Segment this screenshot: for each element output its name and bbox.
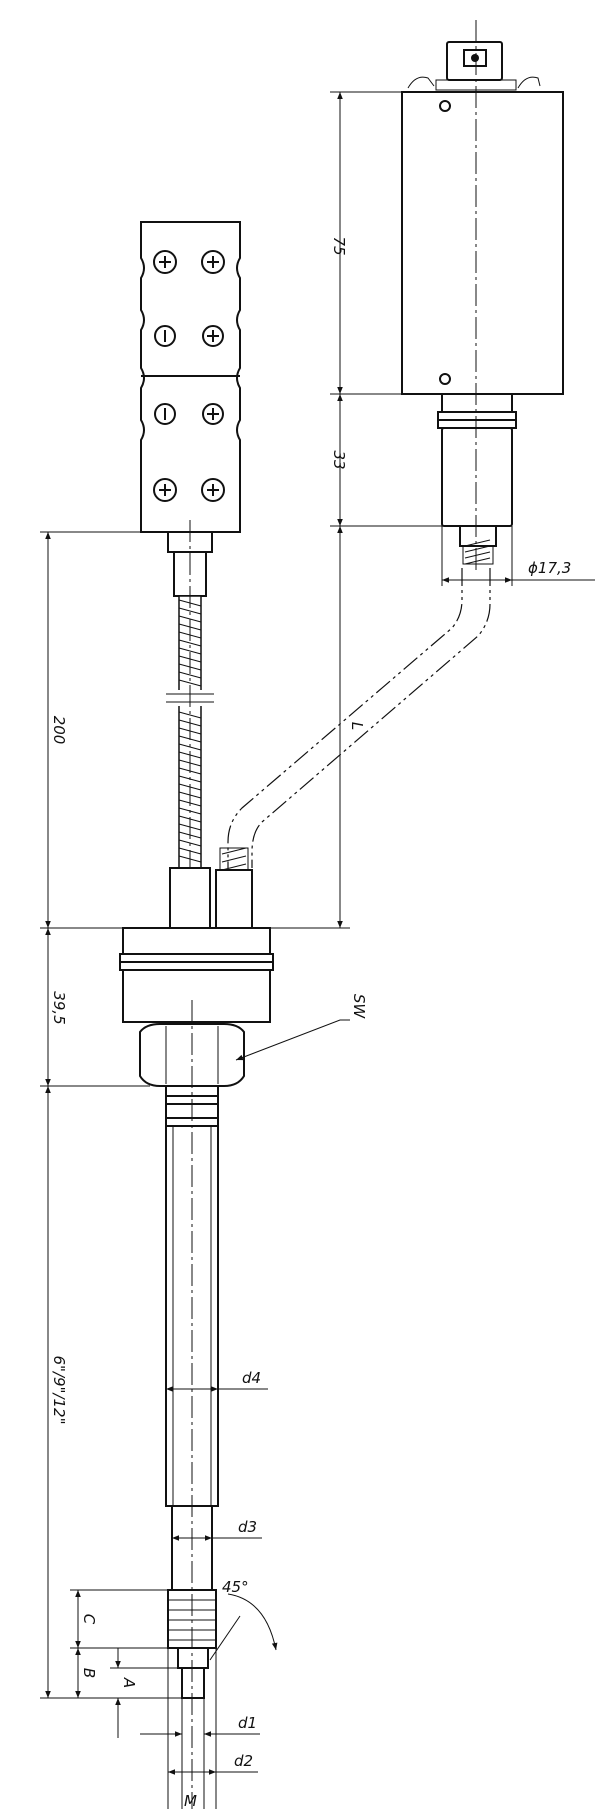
dimension-c: C [70, 1589, 168, 1649]
dimension-d2: d2 [167, 1648, 258, 1809]
dimension-b-label: B [80, 1668, 98, 1678]
dimension-75-label: 75 [330, 236, 348, 255]
dimension-c-label: C [80, 1614, 98, 1625]
dimension-l-label: L [348, 722, 366, 730]
probe-stem [165, 1000, 219, 1809]
dimension-200-label: 200 [50, 716, 68, 745]
dimension-d3-label: d3 [238, 1518, 257, 1536]
screw-icon [153, 250, 225, 502]
cable-phantom [227, 568, 491, 868]
dimension-b: B [75, 1648, 98, 1698]
dimension-l: L [270, 526, 366, 929]
dimension-angle: 45° [209, 1578, 278, 1661]
dimension-a-label: A [120, 1677, 138, 1688]
mounting-collar [119, 927, 274, 1127]
dimension-m: M [184, 1792, 197, 1809]
dimension-stem-length-label: 6"/9"/12" [50, 1356, 68, 1425]
thread-hatching [464, 539, 491, 565]
dimension-diameter-label: ϕ17,3 [528, 559, 571, 577]
flexible-capillary [166, 520, 253, 929]
dimension-d2-label: d2 [234, 1752, 253, 1770]
dimension-sw: SW [235, 994, 368, 1061]
dimension-d4-label: d4 [242, 1369, 261, 1387]
dimension-d1: d1 [140, 1698, 260, 1809]
dimension-200: 200 [40, 531, 141, 929]
dimension-m-label: M [184, 1792, 197, 1809]
dimension-75: 75 [330, 91, 442, 395]
dimension-39-5-label: 39,5 [50, 991, 68, 1024]
dimension-d1-label: d1 [238, 1714, 257, 1732]
dimension-33-label: 33 [330, 450, 348, 469]
dimension-angle-label: 45° [222, 1578, 249, 1596]
dimension-sw-label: SW [350, 994, 368, 1020]
dimension-a: A [110, 1648, 182, 1738]
terminal-block [140, 221, 241, 533]
dimension-stem-length: 6"/9"/12" [40, 1086, 182, 1699]
dimension-d3: d3 [172, 1518, 262, 1541]
dimension-diameter: ϕ17,3 [441, 526, 595, 586]
dimension-d4: d4 [166, 1369, 268, 1392]
dimension-33: 33 [330, 394, 460, 527]
electronics-housing [401, 20, 564, 572]
dimension-39-5: 39,5 [40, 928, 150, 1087]
